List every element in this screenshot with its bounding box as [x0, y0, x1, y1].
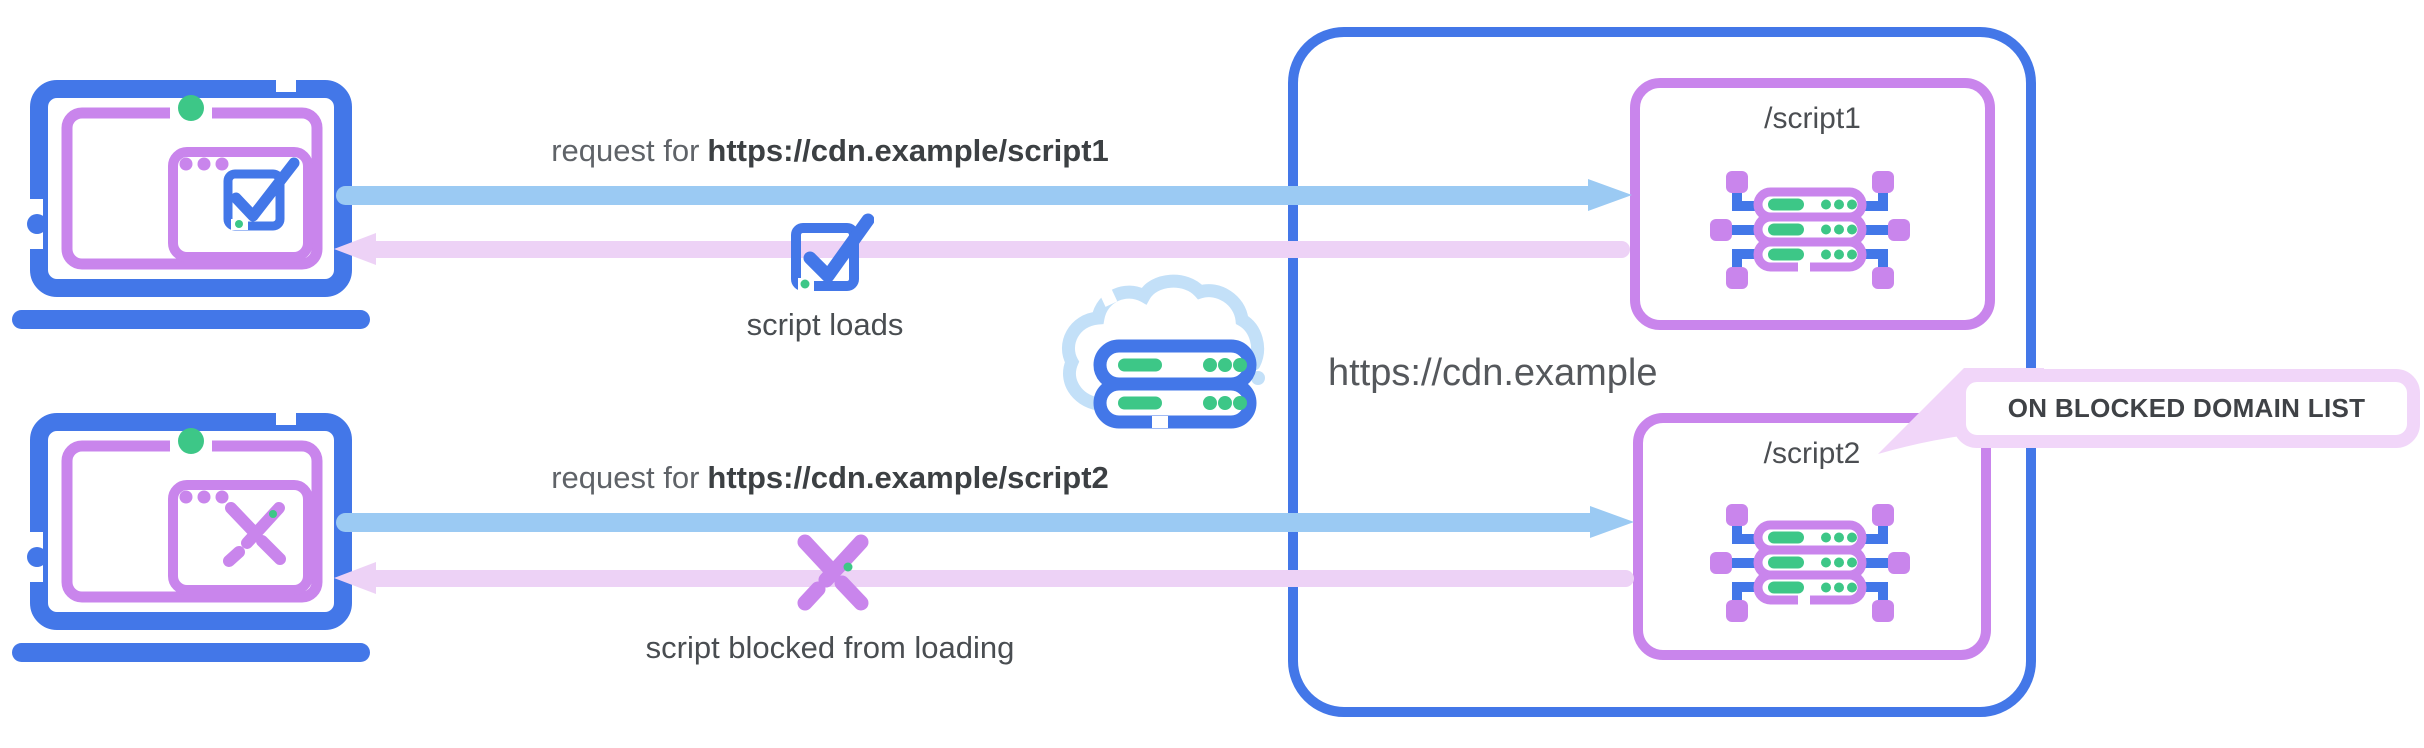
server-icon-script1 — [1710, 170, 1910, 290]
laptop-blocked-icon — [10, 395, 372, 663]
request-arrowhead-script1 — [1588, 179, 1632, 211]
dialog-cross-icon — [223, 502, 286, 567]
endpoint-label-script1: /script1 — [1764, 102, 1861, 135]
check-icon — [791, 213, 874, 292]
request-prefix: request for — [551, 460, 700, 495]
server-icon-script2 — [1710, 503, 1910, 623]
result-label-script1: script loads — [746, 307, 904, 342]
callout-label: ON BLOCKED DOMAIN LIST — [2007, 393, 2366, 423]
laptop-allowed-icon — [10, 62, 372, 330]
cloud-server-icon — [1062, 274, 1265, 429]
response-arrowhead-script1 — [334, 233, 376, 265]
response-arrow-script1 — [376, 241, 1630, 258]
request-arrow-script1 — [336, 186, 1590, 205]
response-arrowhead-script2 — [334, 562, 376, 594]
cross-icon — [797, 534, 869, 611]
cdn-domain-label: https://cdn.example — [1328, 352, 1658, 394]
endpoint-label-script2: /script2 — [1763, 437, 1861, 470]
result-label-script2: script blocked from loading — [645, 630, 1015, 665]
dialog-check-icon — [223, 157, 300, 231]
request-arrowhead-script2 — [1590, 506, 1634, 538]
request-prefix: request for — [551, 133, 700, 168]
request-url: https://cdn.example/script2 — [707, 460, 1109, 495]
request-url: https://cdn.example/script1 — [707, 133, 1109, 168]
blocked-domain-callout: ON BLOCKED DOMAIN LIST — [1953, 369, 2420, 448]
request-arrow-script2 — [336, 513, 1592, 532]
response-arrow-script2 — [376, 570, 1634, 587]
